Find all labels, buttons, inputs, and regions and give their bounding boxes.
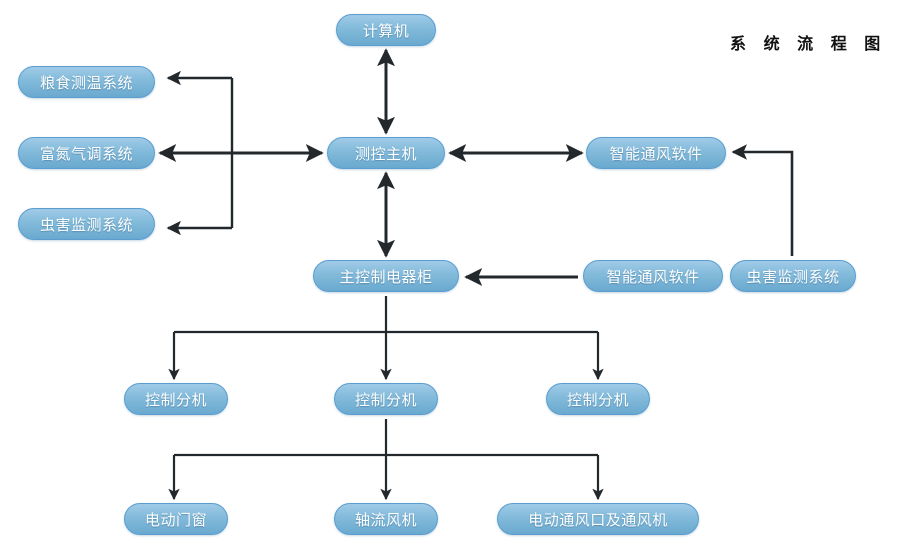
node-control-subunit-right[interactable]: 控制分机 — [546, 383, 650, 415]
node-control-subunit-left[interactable]: 控制分机 — [124, 383, 228, 415]
node-main-control-cabinet[interactable]: 主控制电器柜 — [313, 260, 459, 292]
node-nitrogen-atmosphere-system[interactable]: 富氮气调系统 — [18, 137, 155, 169]
page-title: 系 统 流 程 图 — [730, 34, 887, 53]
node-electric-vents-and-fans[interactable]: 电动通风口及通风机 — [497, 503, 699, 535]
node-pest-monitoring-system-right[interactable]: 虫害监测系统 — [730, 260, 856, 292]
node-ventilation-software-upper[interactable]: 智能通风软件 — [586, 137, 726, 169]
node-axial-flow-fan[interactable]: 轴流风机 — [334, 503, 438, 535]
node-control-subunit-middle[interactable]: 控制分机 — [334, 383, 438, 415]
node-ventilation-software-lower[interactable]: 智能通风软件 — [583, 260, 723, 292]
node-pest-monitoring-system-left[interactable]: 虫害监测系统 — [18, 208, 155, 240]
node-electric-doors-windows[interactable]: 电动门窗 — [124, 503, 228, 535]
edge-pest-right-vent-software — [731, 144, 794, 256]
node-grain-temperature-system[interactable]: 粮食测温系统 — [18, 66, 155, 98]
node-computer[interactable]: 计算机 — [336, 14, 436, 46]
node-measurement-control-host[interactable]: 测控主机 — [327, 137, 445, 169]
